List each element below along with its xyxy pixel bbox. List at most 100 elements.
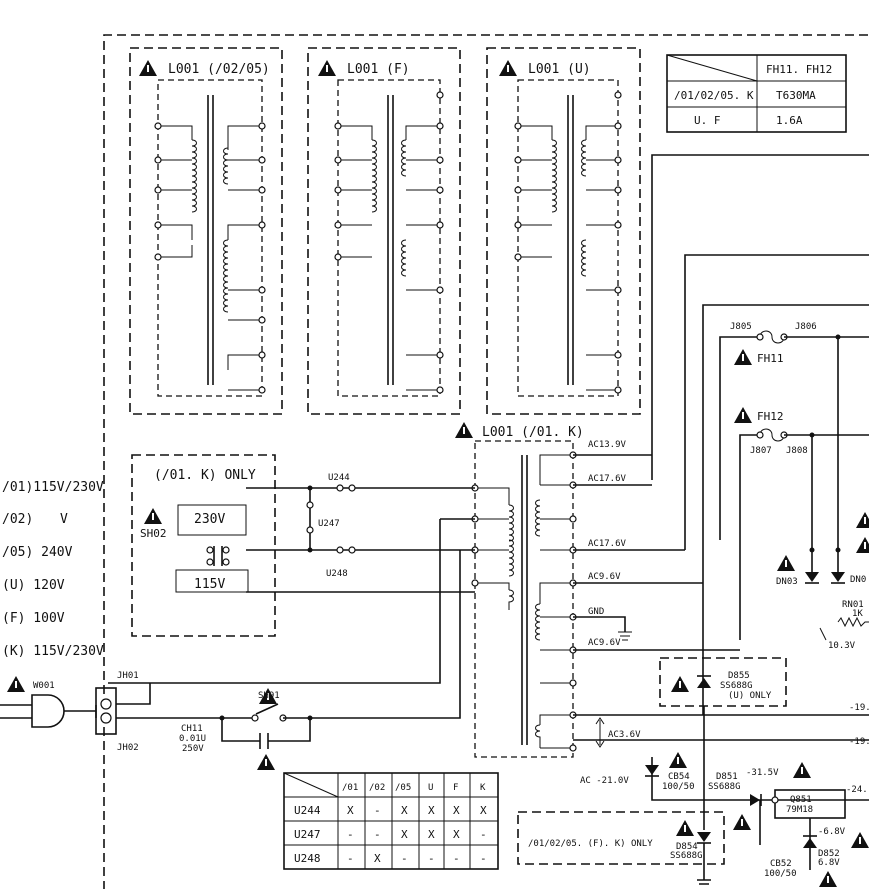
diode-label: D851 [716, 772, 738, 782]
warning-icon [733, 406, 753, 424]
board-outline [103, 34, 869, 889]
jumper-table-col: F [453, 783, 458, 793]
d855-group: D855 SS688G (U) ONLY [659, 657, 787, 707]
diode-label: DN0 [850, 575, 866, 585]
warning-icon [256, 753, 276, 771]
model-voltage: (K) 115V/230V [2, 644, 104, 659]
voltage-label: -31.5V [746, 768, 779, 778]
secondary-lines [573, 454, 869, 741]
selector-title: (/01. K) ONLY [154, 468, 256, 483]
diode-value: 6.8V [818, 858, 840, 868]
jumper-table-cell: - [480, 828, 487, 841]
jumper-table-cell: - [347, 828, 354, 841]
jumper-table-col: K [480, 783, 486, 793]
jumper-label: U244 [328, 473, 350, 483]
jumper-table-cell: - [374, 828, 381, 841]
voltage-label: -19.5 [849, 703, 869, 713]
jumper-table-cell: - [374, 804, 381, 817]
jumper-table: /01 /02 /05 U F K U244 X - X X X X U247 … [283, 772, 499, 870]
jumper-table-col: /02 [369, 783, 385, 793]
warning-icon [855, 511, 869, 529]
bus-line [702, 304, 869, 715]
voltage-label: AC3.6V [608, 730, 641, 740]
transformer-label: L001 (F) [347, 62, 410, 77]
selector-230v: 230V [194, 512, 225, 527]
warning-icon [668, 751, 688, 769]
warning-icon [498, 59, 518, 77]
jumper-table-cell: - [401, 852, 408, 865]
diode-label: DN03 [776, 577, 798, 587]
capacitor-value: 100/50 [764, 869, 797, 879]
voltage-label: 10.3V [828, 641, 856, 651]
diode-note: (U) ONLY [728, 691, 772, 701]
warning-icon [138, 59, 158, 77]
selector-115v: 115V [194, 577, 225, 592]
jumper-table-cell: - [347, 852, 354, 865]
warning-icon [317, 59, 337, 77]
capacitor-value: 250V [182, 744, 204, 754]
voltage-label: AC13.9V [588, 440, 627, 450]
voltage-label: AC9.6V [588, 638, 621, 648]
ground-icon [697, 843, 711, 885]
model-voltage: (F) 100V [2, 611, 65, 626]
model-voltage: /01)115V/230V [2, 480, 104, 495]
d854-note: /01/02/05. (F). K) ONLY [528, 839, 653, 849]
jumper-table-cell: - [453, 852, 460, 865]
jumper-table-row: U247 [294, 828, 321, 841]
transformer-label: L001 (/01. K) [482, 425, 584, 440]
voltage-label: AC17.6V [588, 474, 627, 484]
resistor-label: RN01 [842, 600, 864, 610]
jumper-table-cell: X [374, 852, 381, 865]
diode-label: D854 [676, 842, 698, 852]
jumper-table-cell: X [401, 828, 408, 841]
warning-icon [454, 421, 474, 439]
warning-icon [776, 554, 796, 572]
jumper-table-cell: X [428, 804, 435, 817]
voltage-label: AC -21.0V [580, 776, 629, 786]
voltage-label: -19.5 [849, 737, 869, 747]
regulator-part: 79M18 [786, 805, 813, 815]
warning-icon [818, 870, 838, 888]
transformer-l001-u: L001 (U) [486, 47, 641, 415]
warning-icon [855, 536, 869, 554]
jumper-table-cell: X [428, 828, 435, 841]
voltage-label: GND [588, 607, 604, 617]
voltage-label: AC9.6V [588, 572, 621, 582]
connector-label: JH02 [117, 743, 139, 753]
jumper-label: U248 [326, 569, 348, 579]
voltage-label: AC17.6V [588, 539, 627, 549]
diode-label: D852 [818, 849, 840, 859]
fuse-fh12: FH12 J807 J808 [733, 406, 869, 640]
capacitor-value: 0.01U [179, 734, 206, 744]
transformer-label: L001 (/02/05) [168, 62, 270, 77]
transformer-label: L001 (U) [528, 62, 591, 77]
jumper-table-col: /01 [342, 783, 358, 793]
regulator-section: AC -21.0V CB54 100/50 D851 SS688G -31.5V… [580, 751, 869, 888]
fuse-table-rating: 1.6A [776, 114, 803, 127]
warning-icon [792, 761, 812, 779]
power-input: W001 JH01 JH02 SH91 CH11 0.01U 250V [0, 550, 461, 771]
fuse-label: FH11 [757, 352, 784, 365]
jumper-label: U247 [318, 519, 340, 529]
diode-label: D855 [728, 671, 750, 681]
fuse-table-header: FH11. FH12 [766, 63, 832, 76]
model-voltage: /02) [2, 512, 33, 527]
warning-icon [675, 819, 695, 837]
warning-icon [143, 507, 163, 525]
jumper-table-cell: - [428, 852, 435, 865]
jumper-table-cell: X [401, 804, 408, 817]
jumper-table-col: U [428, 783, 433, 793]
svg-text:V: V [60, 512, 68, 527]
model-voltage: /05) 240V [2, 545, 73, 560]
jumper-table-cell: X [347, 804, 354, 817]
transformer-l001-0205: L001 (/02/05) [129, 47, 283, 415]
voltage-selector: (/01. K) ONLY SH02 230V 115V [131, 454, 276, 637]
diode-part: SS688G [670, 851, 703, 861]
jumper-table-row: U248 [294, 852, 321, 865]
jumper-table-cell: - [480, 852, 487, 865]
rectifier-section: DN03 DN0 RN01 1K 10.3V [776, 337, 869, 651]
voltage-label: -6.8V [818, 827, 846, 837]
fuse-table-model: U. F [694, 114, 721, 127]
selector-ref: SH02 [140, 527, 167, 540]
fuse-table-model: /01/02/05. K [674, 89, 754, 102]
